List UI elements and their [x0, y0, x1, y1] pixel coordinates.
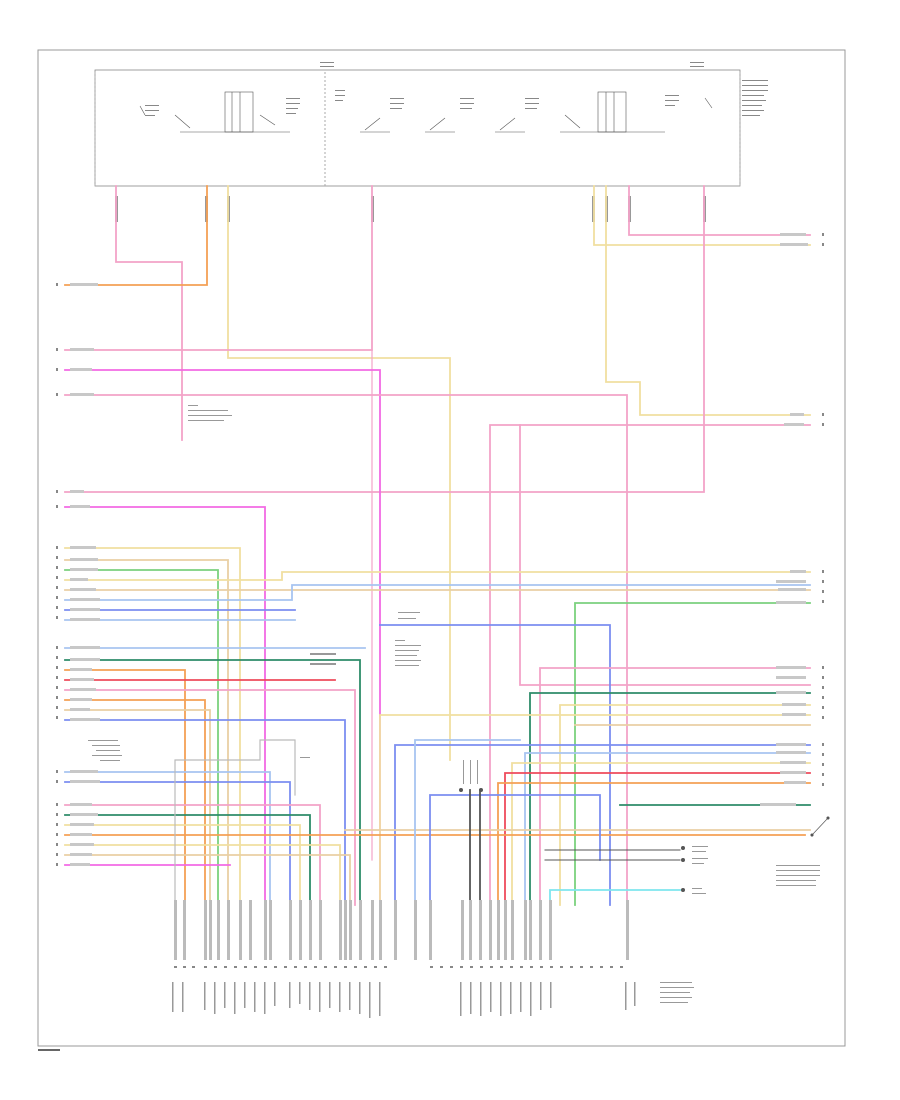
wire: [227, 185, 451, 761]
switch-symbols-middle: [360, 117, 525, 133]
wire: [524, 752, 811, 906]
wire: [64, 781, 291, 906]
wire: [379, 624, 611, 906]
wire: [414, 739, 521, 906]
wire: [429, 794, 601, 906]
wire: [174, 739, 296, 906]
right-row-markers: [822, 233, 824, 786]
wire: [628, 185, 811, 236]
wire: [64, 689, 356, 906]
wire: [64, 709, 211, 906]
left-wire-labels: [70, 283, 100, 866]
wire: [549, 889, 681, 901]
diagram-frame: [37, 49, 846, 1047]
wire: [64, 814, 311, 906]
output-labels: [692, 846, 708, 894]
wire: [64, 559, 229, 906]
wire: [64, 659, 361, 906]
module-connector-pins: [115, 196, 706, 222]
wire: [379, 714, 811, 906]
left-row-markers: [56, 283, 58, 866]
wire: [64, 669, 186, 906]
wire: [489, 424, 811, 906]
right-wire-labels: [760, 233, 808, 806]
wire: [64, 185, 705, 493]
switch-label: [776, 865, 820, 886]
page-id-marker: [38, 1049, 60, 1051]
wire: [394, 744, 811, 906]
wire: [64, 185, 373, 351]
wire: [504, 772, 811, 906]
wire: [593, 185, 811, 246]
wire: [64, 185, 208, 286]
wire: [64, 844, 341, 906]
relay-symbol-left: [139, 91, 290, 133]
wire: [574, 602, 811, 906]
bottom-function-labels: [172, 982, 694, 1018]
switch-symbol-right: [810, 816, 830, 837]
wire: [511, 762, 811, 906]
bottom-pin-numbers: [174, 966, 623, 968]
wire: [559, 704, 811, 906]
wire: [539, 667, 811, 906]
wire: [497, 782, 811, 906]
bottom-connector-pins: [174, 900, 629, 960]
relay-symbol-right: [560, 91, 713, 133]
relay-module-box: [94, 62, 768, 222]
wire: [64, 584, 811, 601]
wire: [64, 547, 241, 906]
module-label-blocks: [145, 62, 768, 116]
wire: [64, 394, 628, 906]
wire: [64, 804, 321, 906]
center-annotations: [88, 405, 478, 784]
wire: [64, 771, 271, 906]
wire: [64, 699, 206, 906]
wire: [519, 424, 811, 686]
output-terminals: [459, 788, 685, 892]
wire: [64, 824, 301, 906]
wire: [64, 854, 351, 906]
wire: [64, 571, 811, 581]
wire: [115, 185, 183, 441]
wire-traces: [64, 185, 811, 906]
wire: [64, 569, 219, 906]
wire: [605, 185, 811, 416]
wire: [64, 719, 346, 906]
